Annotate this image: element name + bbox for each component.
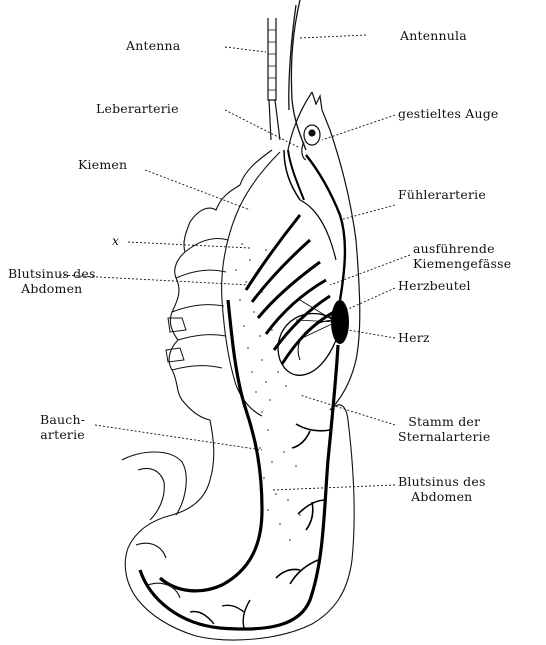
label-ausfuehrende-line2: Kiemengefässe <box>413 256 511 271</box>
label-herz: Herz <box>398 330 430 345</box>
label-antenna: Antenna <box>126 38 180 53</box>
label-blutsinus-left-line2: Abdomen <box>8 281 96 296</box>
label-leberarterie: Leberarterie <box>96 101 179 116</box>
label-bauch-line2: arterie <box>40 427 85 442</box>
eye-drawing <box>302 125 320 160</box>
label-kiemen: Kiemen <box>78 157 127 172</box>
heart-and-gill-vessels <box>246 200 336 375</box>
label-fuehlerarterie: Fühlerarterie <box>398 187 486 202</box>
label-baucharterie: Bauch- arterie <box>40 412 85 442</box>
label-antennula: Antennula <box>400 28 467 43</box>
label-blutsinus-left-line1: Blutsinus des <box>8 266 96 281</box>
abdomen-outline <box>122 405 354 640</box>
label-gestieltes-auge: gestieltes Auge <box>398 106 499 121</box>
antenna-drawing <box>268 18 280 140</box>
label-blutsinus-right-line2: Abdomen <box>398 489 486 504</box>
label-stamm-sternalarterie: Stamm der Sternalarterie <box>398 414 490 444</box>
label-blutsinus-left: Blutsinus des Abdomen <box>8 266 96 296</box>
label-stamm-line2: Sternalarterie <box>398 429 490 444</box>
heart-shape <box>331 300 349 344</box>
label-ausfuehrende-kiemengefaesse: ausführende Kiemengefässe <box>413 241 511 271</box>
label-x: x <box>112 233 119 248</box>
antennula-drawing <box>289 0 306 150</box>
label-bauch-line1: Bauch- <box>40 412 85 427</box>
label-blutsinus-right-line1: Blutsinus des <box>398 474 486 489</box>
carapace-outline <box>169 150 280 420</box>
stipple-shading <box>235 243 301 541</box>
label-herzbeutel: Herzbeutel <box>398 278 471 293</box>
label-ausfuehrende-line1: ausführende <box>413 241 511 256</box>
label-stamm-line1: Stamm der <box>398 414 490 429</box>
label-blutsinus-right: Blutsinus des Abdomen <box>398 474 486 504</box>
